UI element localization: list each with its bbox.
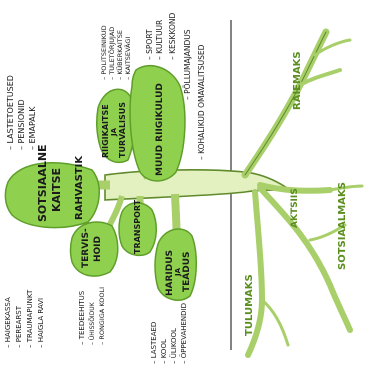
leaf-label-muud-riigikulud: MUUD RIIGIKULUD (155, 83, 165, 176)
leaf-label-rahvastik: RAHVASTIK (74, 155, 85, 220)
list-item: – HAIGEKASSA (4, 297, 12, 348)
list-item: – ÜHISSÕIDUK (89, 301, 96, 345)
list-item: – ÕPPEVAHENDID (179, 303, 188, 364)
list-item: – KOOL (160, 339, 168, 364)
list-item: – KULTUUR (155, 20, 164, 60)
leaf-label-turvalisus: TURVALISUS (118, 102, 127, 158)
list-item: – PENSIONID (17, 99, 26, 150)
leaf-label-ja-2: JA (174, 267, 182, 277)
leaf-label-teadus: TEADUS (182, 251, 192, 292)
list-item: – KÜBERKAITSE (115, 30, 124, 80)
list-education: – LASTEAED – KOOL – ÜLIKOOL – ÕPPEVAHEND… (150, 303, 188, 364)
leaf-label-kaitse: KAITSE (50, 168, 63, 212)
list-item: – TULETÕRJUJAD (107, 27, 116, 80)
list-item: – LASTETOETUSED (6, 75, 15, 150)
list-item: – HAIGLA RAVI (37, 298, 45, 348)
list-item: – RONGIGA KOOLI (98, 287, 106, 345)
leaf-label-transport: TRANSPORT (133, 199, 142, 254)
list-item: – TEEDEEHITUS (78, 290, 86, 345)
list-item: – PEREARST (15, 305, 23, 348)
list-item: – EMAPALK (28, 106, 37, 150)
list-item: – KOHALIKUD OMAVALITSUSED (197, 44, 206, 160)
list-item: – PÕLLUMAJANDUS (183, 29, 192, 100)
root-label-raiemaks: RAIEMAKS (292, 51, 303, 110)
list-item: – TRAUMAPUNKT (26, 289, 34, 348)
root-label-sotsiaalmaks: SOTSIAALMAKS (337, 182, 348, 270)
leaf-label-sotsiaalne: SOTSIAALNE (36, 144, 49, 222)
list-item: – KESKKOND (168, 13, 177, 60)
list-social: – LASTETOETUSED – PENSIONID – EMAPALK (6, 75, 37, 150)
leaf-label-hoid: HOID (93, 236, 103, 262)
list-health: – HAIGEKASSA – PEREARST – TRAUMAPUNKT – … (4, 289, 45, 348)
list-item: – ÜLIKOOL (169, 328, 178, 364)
list-item: – KAITSEVÄGI (123, 37, 132, 80)
leaf-label-tervis: TERVIS- (81, 228, 91, 268)
root-label-aktsiis: AKTSIIS (290, 188, 300, 228)
root-label-tulumaks: TULUMAKS (244, 274, 255, 336)
list-defence: – POLITSEINIKUD – TULETÕRJUJAD – KÜBERKA… (100, 25, 132, 80)
list-item: – SPORT (145, 29, 154, 60)
list-transport: – TEEDEEHITUS – ÜHISSÕIDUK – RONGIGA KOO… (78, 287, 106, 345)
leaf-label-riigikaitse: RIIGIKAITSE (101, 104, 110, 158)
list-item: – POLITSEINIKUD (100, 25, 108, 80)
leaf-label-ja-1: JA (110, 127, 118, 137)
list-item: – LASTEAED (150, 322, 158, 364)
